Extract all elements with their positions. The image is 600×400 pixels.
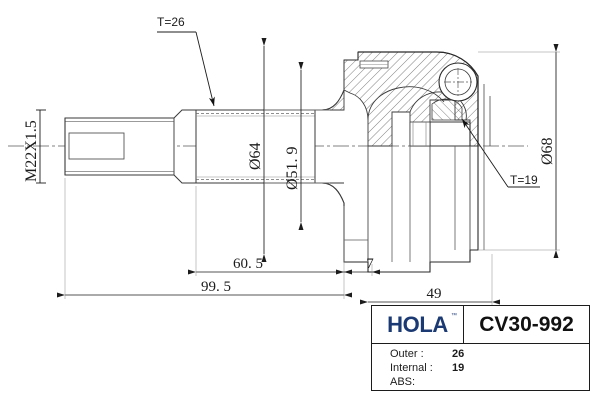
label-outer-spline: T=26 (157, 15, 185, 29)
annotation-outer-spline: T=26 (157, 15, 215, 107)
title-block-header-row: HOLA ™ CV30-992 (372, 306, 589, 344)
dimension-diameter-64: Ø64 (247, 38, 330, 262)
label-dimension-60-5: 60. 5 (233, 256, 263, 272)
cv-joint-housing-outline (321, 146, 485, 273)
spec-row-outer: Outer : 26 (390, 348, 589, 362)
dimension-49: 49 (360, 254, 500, 306)
spec-label-internal: Internal : (390, 362, 433, 374)
brand-logo: HOLA (387, 311, 448, 337)
specification-list: Outer : 26 Internal : 19 ABS: (372, 344, 589, 390)
label-thread-spec: M22X1.5 (23, 120, 40, 182)
label-dimension-99-5: 99. 5 (201, 279, 231, 295)
title-block: HOLA ™ CV30-992 Outer : 26 Internal : 19… (371, 305, 590, 391)
label-diameter-68: Ø68 (539, 137, 556, 165)
brand-logo-cell: HOLA ™ (372, 306, 464, 343)
spec-value-outer: 26 (452, 348, 465, 360)
annotation-thread-spec: M22X1.5 (23, 109, 46, 184)
dimension-diameter-519: Ø51. 9 (284, 62, 304, 230)
spec-label-outer: Outer : (390, 348, 424, 360)
dimension-diameter-68: Ø68 (478, 44, 560, 258)
label-diameter-64: Ø64 (247, 142, 264, 170)
dimension-7: 7 (336, 256, 380, 276)
annotation-inner-spline: T=19 (461, 118, 540, 188)
dimension-60-5: 60. 5 (188, 186, 352, 276)
boot-seat-flare (315, 60, 345, 262)
shaft-transition (173, 109, 196, 184)
label-diameter-519: Ø51. 9 (284, 146, 301, 190)
spec-row-internal: Internal : 19 (390, 362, 589, 376)
splined-shaft (195, 109, 316, 184)
dimension-99-5: 99. 5 (57, 178, 352, 299)
label-dimension-49: 49 (427, 286, 442, 302)
threaded-shaft-end (64, 117, 175, 176)
cv-joint-housing-section (321, 51, 491, 147)
spec-label-abs: ABS: (390, 376, 416, 388)
part-number: CV30-992 (479, 312, 574, 336)
label-dimension-7: 7 (366, 256, 374, 272)
trademark-icon: ™ (451, 313, 457, 319)
part-number-cell: CV30-992 (464, 306, 589, 343)
spec-value-internal: 19 (452, 362, 465, 374)
label-inner-spline: T=19 (510, 173, 538, 187)
spec-row-abs: ABS: (390, 376, 589, 390)
